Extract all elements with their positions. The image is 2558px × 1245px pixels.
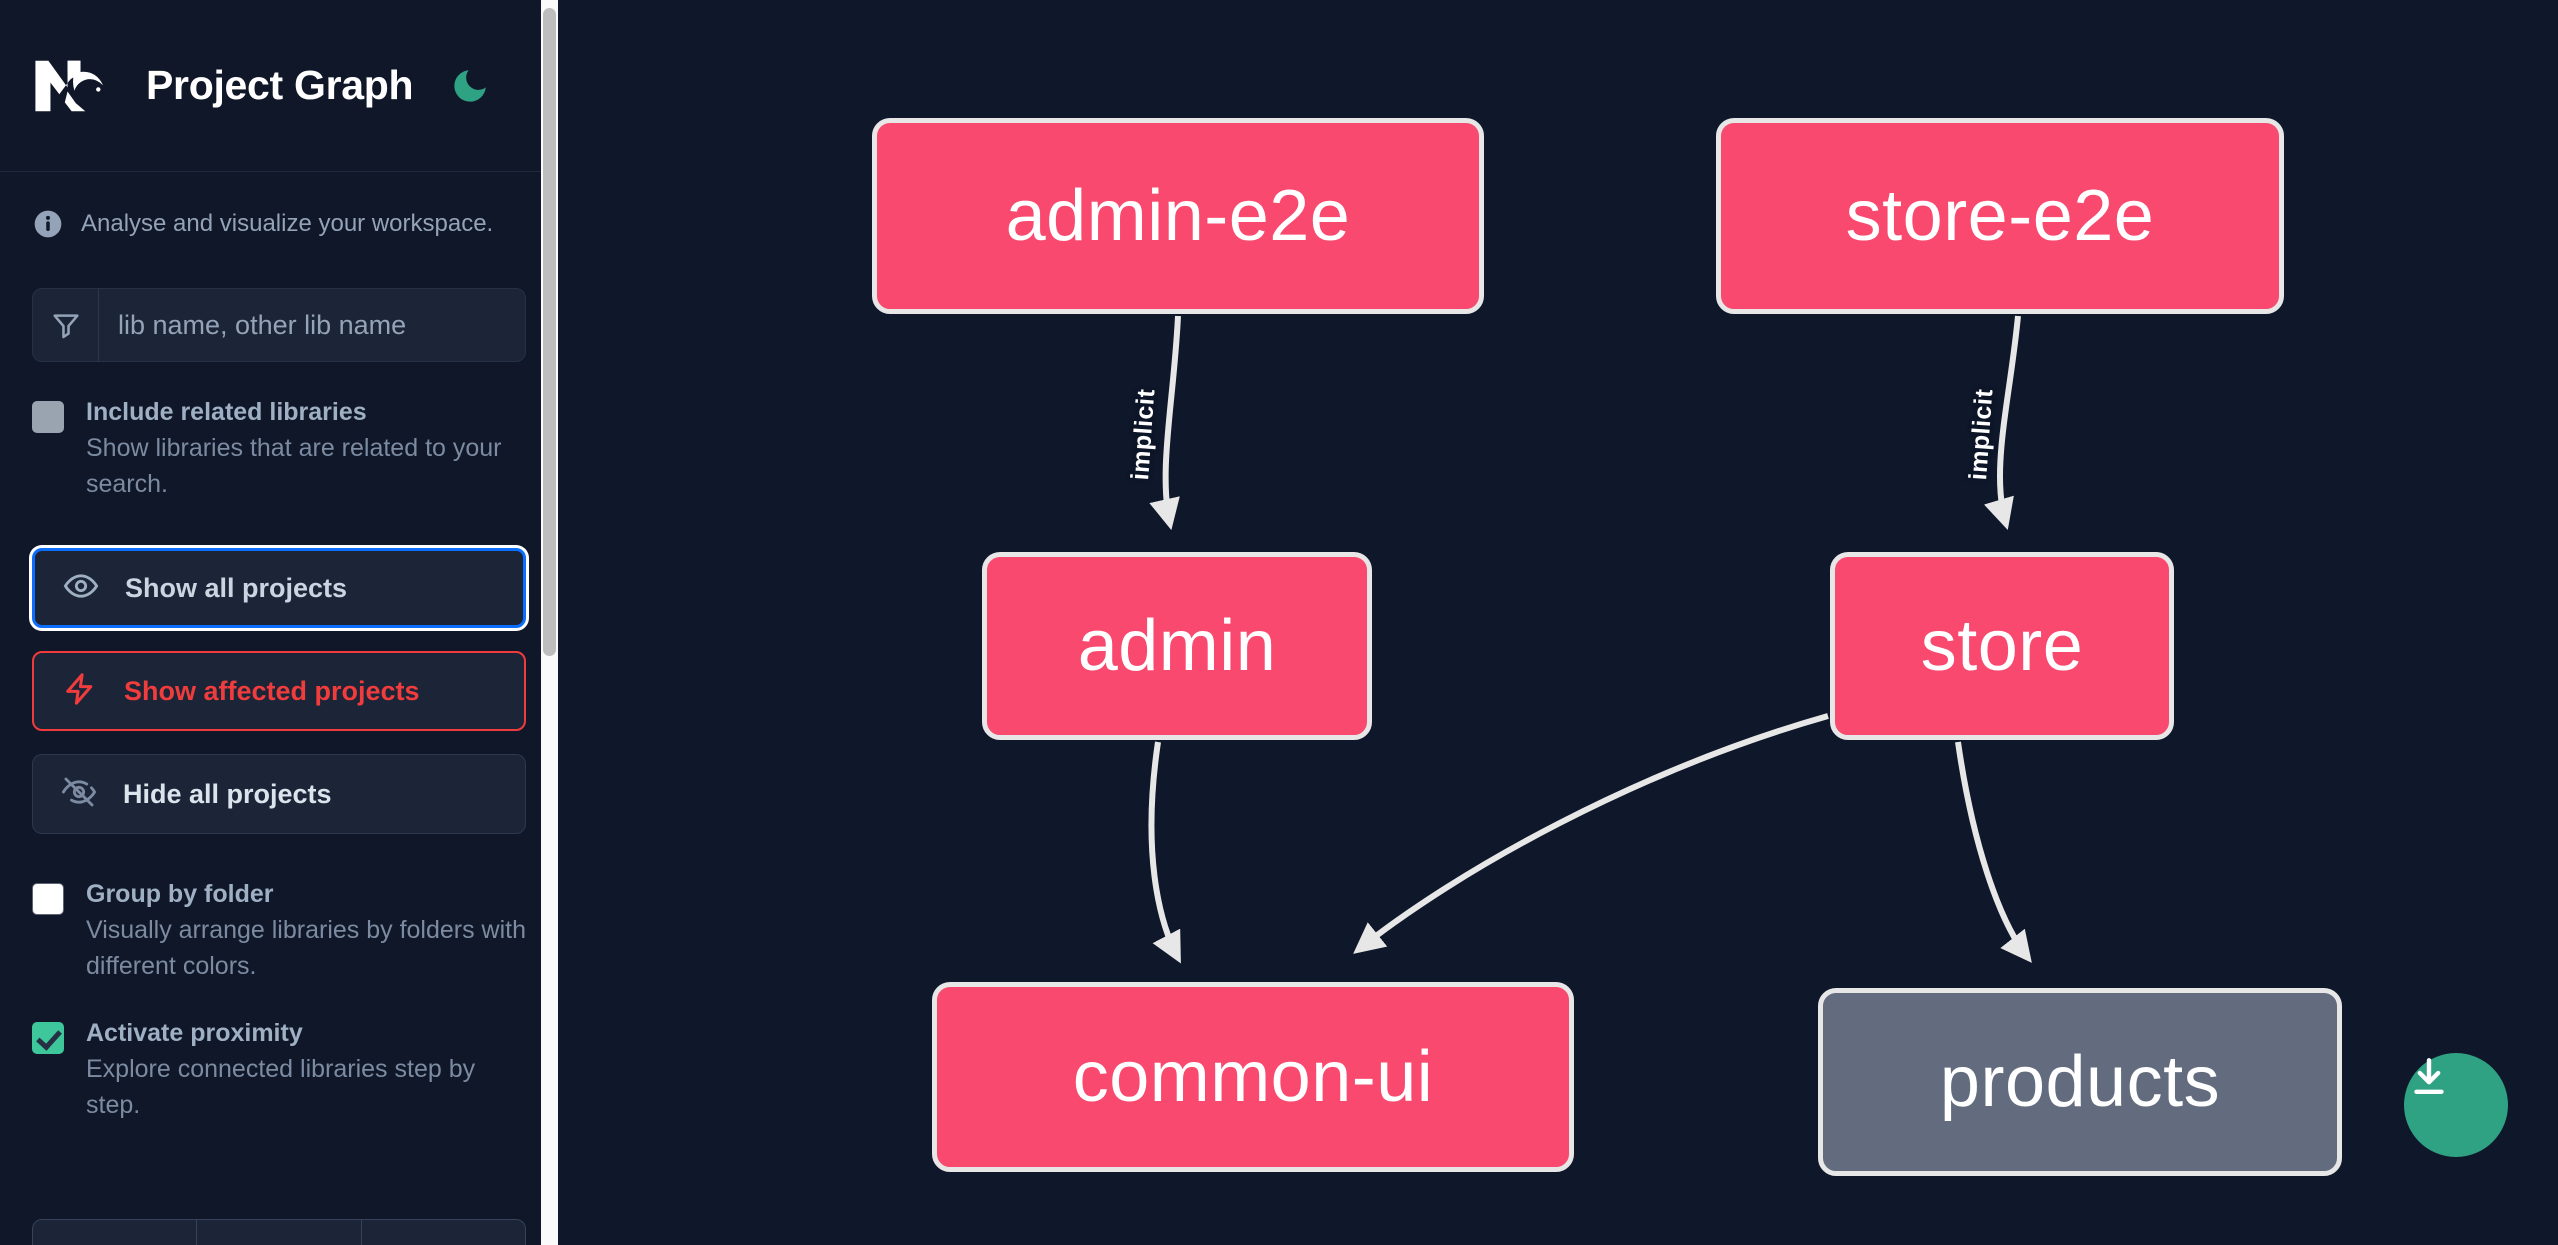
graph-node-common-ui[interactable]: common-ui [932,982,1574,1172]
option-include-related-libraries[interactable]: Include related libraries Show libraries… [0,396,558,502]
eye-slash-icon [61,774,97,815]
show-affected-projects-button[interactable]: Show affected projects [32,651,526,731]
download-image-button[interactable] [2404,1053,2508,1157]
page-title: Project Graph [146,62,414,108]
moon-icon[interactable] [447,63,493,109]
graph-canvas[interactable]: admin-e2e store-e2e admin store common-u… [558,0,2558,1245]
sidebar-header: Project Graph [0,0,558,172]
graph-node-store[interactable]: store [1830,552,2174,740]
show-all-projects-button[interactable]: Show all projects [32,548,526,628]
include-related-libraries-checkbox[interactable] [32,401,64,433]
option-label: Group by folder [86,880,274,908]
show-affected-projects-label: Show affected projects [124,675,420,706]
hide-all-projects-button[interactable]: Hide all projects [32,754,526,834]
workspace-tagline: Analyse and visualize your workspace. [0,172,558,240]
option-label: Activate proximity [86,1019,303,1047]
show-all-projects-label: Show all projects [125,572,348,603]
graph-node-label: store-e2e [1845,176,2155,256]
edge-admin-e2e-admin [1149,315,1181,531]
activate-proximity-checkbox[interactable] [32,1022,64,1054]
graph-node-label: store [1920,606,2084,686]
filter-funnel-icon [33,289,99,361]
segment-third[interactable] [362,1220,525,1245]
option-activate-proximity[interactable]: Activate proximity Explore connected lib… [0,1017,558,1123]
project-visibility-buttons: Show all projects Show affected projects [32,548,526,834]
proximity-step-segmented-control[interactable] [32,1219,526,1245]
graph-node-label: products [1939,1042,2221,1122]
segment-first[interactable] [33,1220,198,1245]
graph-node-store-e2e[interactable]: store-e2e [1716,118,2284,314]
lightning-icon [62,671,98,712]
option-description: Visually arrange libraries by folders wi… [86,916,527,980]
graph-node-admin[interactable]: admin [982,552,1372,740]
info-circle-icon [32,208,64,240]
search-input[interactable] [99,289,525,361]
hide-all-projects-label: Hide all projects [123,778,332,809]
graph-node-products[interactable]: products [1818,988,2342,1176]
option-group-by-folder[interactable]: Group by folder Visually arrange librari… [0,878,558,984]
eye-icon [63,568,99,609]
graph-node-label: common-ui [1072,1037,1434,1117]
group-by-folder-checkbox[interactable] [32,883,64,915]
option-description: Show libraries that are related to your … [86,434,502,498]
search-field[interactable] [32,288,526,362]
sidebar-scrollbar[interactable] [541,0,558,1245]
graph-node-label: admin [1077,606,1277,686]
nx-logo-icon [32,55,114,117]
option-description: Explore connected libraries step by step… [86,1055,476,1119]
sidebar-scrollbar-thumb[interactable] [543,8,556,656]
graph-edges [1148,315,2032,964]
graph-node-label: admin-e2e [1005,176,1351,256]
tagline-text: Analyse and visualize your workspace. [81,210,494,237]
option-label: Include related libraries [86,398,367,426]
sidebar: Project Graph Analyse and visualize your… [0,0,558,1245]
segment-second[interactable] [197,1220,362,1245]
graph-node-admin-e2e[interactable]: admin-e2e [872,118,1484,314]
